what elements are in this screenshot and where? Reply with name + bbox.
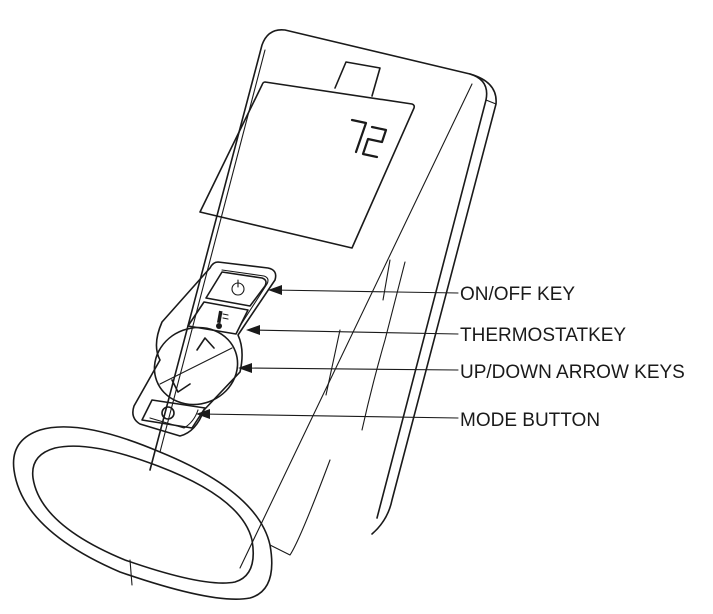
thermostat-key[interactable] <box>187 301 249 335</box>
lcd-display <box>199 81 416 249</box>
mode-circle-icon <box>161 406 175 420</box>
leader-mode <box>196 409 459 419</box>
onoff-key[interactable] <box>205 271 267 307</box>
arrow-keys[interactable] <box>144 316 249 416</box>
antenna-tab <box>334 61 381 97</box>
chevron-down-icon <box>171 379 191 393</box>
callout-onoff-label: ON/OFF KEY <box>460 284 575 305</box>
leader-arrows <box>238 363 459 373</box>
temperature-readout <box>350 118 388 159</box>
leader-thermostat <box>246 325 459 335</box>
button-panel <box>132 261 277 437</box>
up-arrow-key[interactable] <box>196 337 215 351</box>
down-arrow-key[interactable] <box>171 379 191 393</box>
temperature-value: 72 <box>0 0 2 1</box>
leader-onoff <box>268 285 459 295</box>
mode-button[interactable] <box>141 399 206 429</box>
power-icon <box>231 279 245 296</box>
chevron-up-icon <box>196 337 215 351</box>
callout-thermostat-label: THERMOSTATKEY <box>460 325 626 346</box>
callout-mode-label: MODE BUTTON <box>460 410 600 431</box>
remote-body <box>149 28 497 569</box>
callout-leaders <box>196 285 459 419</box>
thermometer-icon <box>216 310 229 329</box>
callout-arrows-label: UP/DOWN ARROW KEYS <box>460 362 685 383</box>
end-cap <box>12 426 331 601</box>
